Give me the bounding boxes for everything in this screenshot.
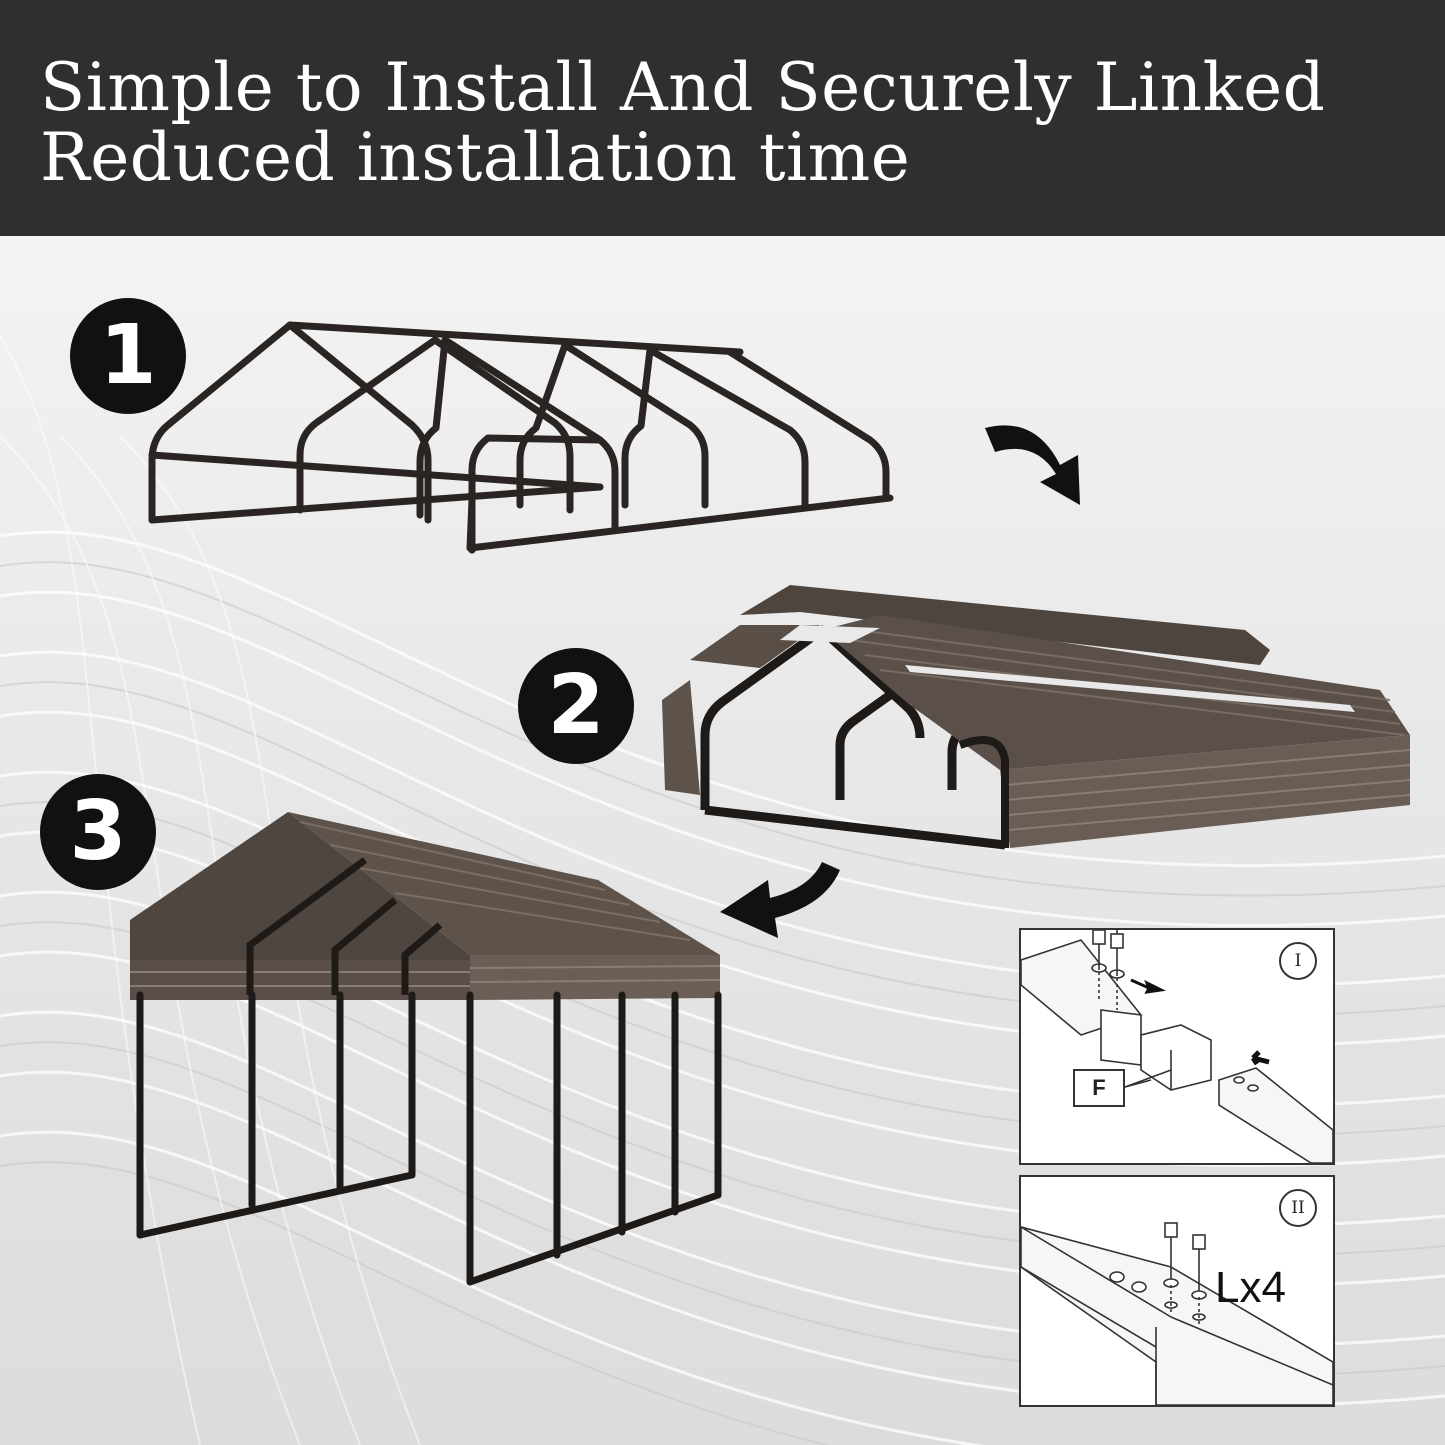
frame-skeleton: [148, 321, 894, 554]
header-banner: Simple to Install And Securely Linked Re…: [0, 0, 1445, 236]
tube-connector-diagram: [1021, 930, 1333, 1163]
headline-line-1: Simple to Install And Securely Linked: [40, 49, 1326, 126]
completed-carport: [130, 812, 722, 1286]
step-numeral-i: I: [1279, 942, 1317, 980]
part-label-f: F: [1073, 1069, 1125, 1107]
carport-partial-roof: [662, 585, 1411, 850]
step-numeral-ii: II: [1279, 1189, 1317, 1227]
detail-panel-connector: I F: [1019, 928, 1335, 1165]
step-badge-2: 2: [518, 648, 634, 764]
step-badge-3: 3: [40, 774, 156, 890]
bolt-quantity-label: Lx4: [1215, 1263, 1286, 1312]
headline-line-2: Reduced installation time: [40, 119, 911, 196]
detail-panel-bolts: II Lx4: [1019, 1175, 1335, 1407]
arrow-1-to-2-icon: [985, 425, 1080, 505]
bolt-fastening-diagram: [1021, 1222, 1333, 1405]
step-badge-1: 1: [70, 298, 186, 414]
arrow-2-to-3-icon: [720, 862, 840, 938]
